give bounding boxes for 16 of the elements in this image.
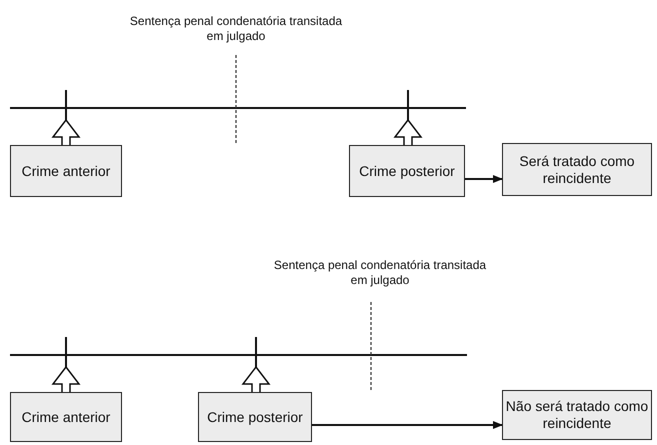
process-box xyxy=(502,390,652,440)
box-text: Crime posterior xyxy=(359,162,455,180)
process-box xyxy=(198,392,312,442)
box-text: Crime anterior xyxy=(22,408,110,426)
process-box xyxy=(10,145,122,197)
arrow xyxy=(312,421,503,429)
box-text: Não será tratado como reincidente xyxy=(504,398,650,432)
box-text: Crime anterior xyxy=(22,162,110,180)
arrow xyxy=(465,175,503,183)
timeline-label: Sentença penal condenatória transitada em julgado xyxy=(272,258,488,288)
process-box xyxy=(349,145,465,197)
box-text: Será tratado como reincidente xyxy=(518,152,636,186)
timeline-label: Sentença penal condenatória transitada em julgado xyxy=(128,14,344,44)
box-text: Crime posterior xyxy=(207,408,303,426)
process-box xyxy=(10,392,122,442)
process-box xyxy=(502,143,652,196)
